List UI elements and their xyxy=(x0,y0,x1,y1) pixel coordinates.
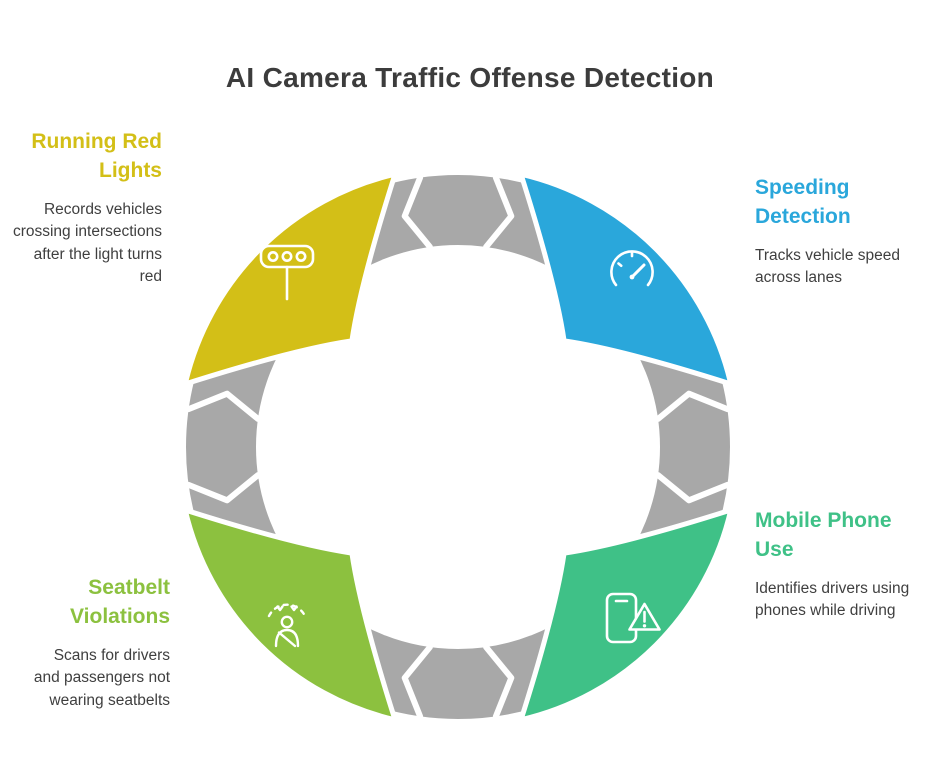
segment-heading-mobile-phone-use: Mobile Phone Use xyxy=(755,509,892,561)
wedge-seatbelt-violations xyxy=(182,507,398,723)
ring-notch xyxy=(483,174,515,250)
phone-warning-icon xyxy=(605,592,661,644)
segment-heading-speeding-detection: Speeding Detection xyxy=(755,176,851,228)
ring-notch xyxy=(655,390,731,422)
ring-notches xyxy=(185,174,731,720)
ring-notch xyxy=(401,174,433,250)
segment-label-mobile-phone-use: Mobile Phone Use Identifies drivers usin… xyxy=(755,507,917,623)
wedge-running-red-lights xyxy=(182,171,398,387)
segment-label-speeding-detection: Speeding Detection Tracks vehicle speed … xyxy=(755,174,930,290)
segment-description-running-red-lights: Records vehicles crossing intersections … xyxy=(12,200,162,285)
speedometer-icon xyxy=(610,250,654,287)
ring-notch xyxy=(483,644,515,720)
segment-heading-running-red-lights: Running Red Lights xyxy=(31,130,162,182)
traffic-light-icon xyxy=(259,244,315,301)
segment-description-mobile-phone-use: Identifies drivers using phones while dr… xyxy=(755,579,910,620)
segment-label-seatbelt-violations: Seatbelt Violations Scans for drivers an… xyxy=(25,574,170,712)
page-title: AI Camera Traffic Offense Detection xyxy=(225,62,715,93)
ring-notch xyxy=(401,644,433,720)
ring-notch xyxy=(655,472,731,504)
ring-notch xyxy=(185,390,261,422)
wedge-speeding-detection xyxy=(518,171,734,387)
wedge-mobile-phone-use xyxy=(518,507,734,723)
ring-notch xyxy=(185,472,261,504)
cycle-ring xyxy=(186,175,730,719)
segment-description-seatbelt-violations: Scans for drivers and passengers not wea… xyxy=(33,646,170,709)
segment-label-running-red-lights: Running Red Lights Records vehicles cros… xyxy=(10,128,162,288)
segment-description-speeding-detection: Tracks vehicle speed across lanes xyxy=(755,246,901,287)
segment-heading-seatbelt-violations: Seatbelt Violations xyxy=(70,576,170,628)
person-seatbelt-icon xyxy=(267,603,307,648)
